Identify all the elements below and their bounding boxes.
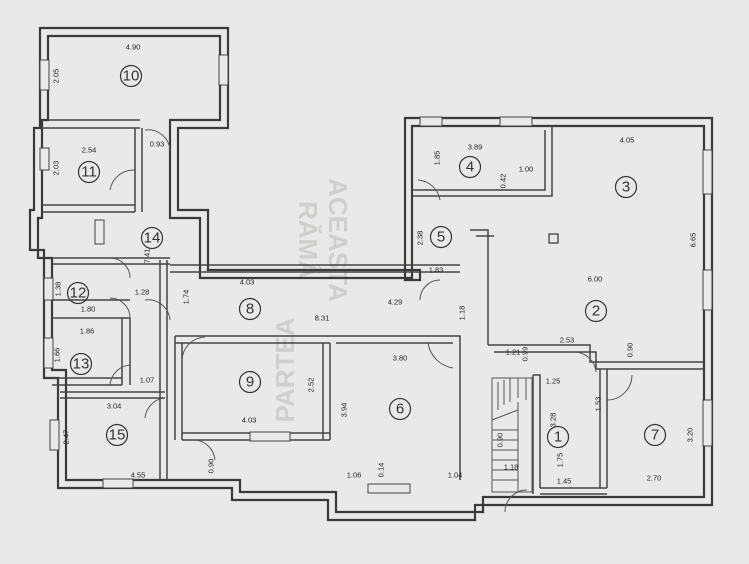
dimension-label: 1.00 [519, 165, 534, 174]
dimension-labels: 4.90 2.05 2.54 2.03 0.93 3.89 1.85 1.00 0.42 4.05… [52, 43, 698, 486]
room-circle [458, 155, 482, 179]
dimension-label: 0.93 [150, 140, 165, 149]
dimension-label: 0.42 [499, 174, 508, 189]
watermark-line-2: RĂMÂ [293, 201, 323, 279]
watermark: ACEASTA RĂMÂ [293, 178, 353, 302]
dimension-label: 1.86 [80, 327, 95, 336]
room-circle [388, 397, 412, 421]
dimension-label: 1.28 [135, 288, 150, 297]
dimension-label: 3.28 [549, 413, 558, 428]
watermark-line-3: PARTEA [270, 317, 300, 422]
room-number: 1 [554, 429, 562, 446]
room-number: 12 [70, 285, 87, 302]
dimension-label: 3.20 [686, 428, 695, 443]
room-circle [69, 352, 93, 376]
dimension-label: 6.00 [588, 275, 603, 284]
dimension-label: 0.90 [207, 459, 216, 474]
room-circle [429, 225, 453, 249]
dimension-label: 1.38 [54, 282, 63, 297]
room-number: 15 [109, 427, 126, 444]
room-circle [643, 423, 667, 447]
room-number: 6 [396, 401, 404, 418]
room-number: 3 [622, 179, 630, 196]
room-number: 11 [81, 164, 97, 181]
dimension-label: 1.74 [182, 290, 191, 305]
dimension-label: 1.06 [347, 471, 362, 480]
dimension-label: 1.85 [433, 151, 442, 166]
room-number: 10 [123, 68, 140, 85]
dimension-label: 0.90 [496, 433, 505, 448]
room-circle [77, 160, 101, 184]
watermark-line-1: ACEASTA [323, 178, 353, 302]
room-number: 8 [246, 301, 254, 318]
dimension-label: 1.80 [81, 305, 96, 314]
windows [39, 54, 713, 494]
dimension-label: 2.70 [647, 474, 662, 483]
outer-walls [28, 26, 714, 522]
room-circle [238, 370, 262, 394]
dimension-label: 1.45 [557, 477, 572, 486]
dimension-label: 3.94 [340, 403, 349, 418]
dimension-label: 2.52 [307, 378, 316, 393]
dimension-label: 2.54 [82, 146, 97, 155]
dimension-label: 6.65 [689, 233, 698, 248]
dimension-label: 1.04 [448, 471, 463, 480]
dimension-label: 2.38 [416, 231, 425, 246]
dimension-label: 3.04 [107, 402, 122, 411]
dimension-label: 1.18 [458, 306, 467, 321]
room-circle [584, 299, 608, 323]
structural-column [548, 233, 559, 244]
dimension-label: 2.47 [62, 430, 71, 445]
dimension-label: 1.66 [53, 348, 62, 363]
dimension-label: 1.25 [546, 377, 561, 386]
room-circle [614, 175, 638, 199]
room-number: 5 [437, 229, 445, 246]
room-circle [119, 64, 143, 88]
dimension-label: 1.83 [429, 266, 444, 275]
dimension-label: 2.05 [52, 69, 61, 84]
room-number: 4 [466, 159, 474, 176]
room-circle [105, 423, 129, 447]
dimension-label: 2.03 [52, 161, 61, 176]
dimension-label: 8.31 [315, 314, 330, 323]
room-circle [140, 226, 164, 250]
doors [109, 129, 633, 513]
interior-walls [42, 119, 704, 495]
dimension-label: 4.29 [388, 298, 403, 307]
dimension-label: 4.05 [620, 136, 635, 145]
room-number: 7 [651, 427, 659, 444]
dimension-label: 1.21 [506, 348, 521, 357]
dimension-label: 4.55 [131, 471, 146, 480]
room-circle [546, 425, 570, 449]
dimension-label: 1.75 [556, 453, 565, 468]
dimension-label: 3.80 [393, 354, 408, 363]
room-circle [238, 297, 262, 321]
dimension-label: 1.18 [504, 463, 519, 472]
staircase [491, 377, 533, 493]
room-number: 9 [246, 374, 254, 391]
dimension-label: 1.07 [140, 376, 155, 385]
dimension-label: 4.03 [242, 416, 257, 425]
dimension-label: 0.90 [626, 343, 635, 358]
room-number: 14 [144, 230, 161, 247]
dimension-label: 7.41 [143, 249, 152, 264]
dimension-label: 3.89 [468, 143, 483, 152]
dimension-label: 4.90 [126, 43, 141, 52]
dimension-label: 2.53 [560, 336, 575, 345]
dimension-label: 4.03 [240, 278, 255, 287]
dimension-label: 0.99 [521, 347, 530, 362]
dimension-label: 1.53 [594, 397, 603, 412]
dimension-label: 0.14 [377, 463, 386, 478]
room-number: 2 [592, 303, 600, 320]
room-number: 13 [73, 356, 90, 373]
room-circle [66, 281, 90, 305]
